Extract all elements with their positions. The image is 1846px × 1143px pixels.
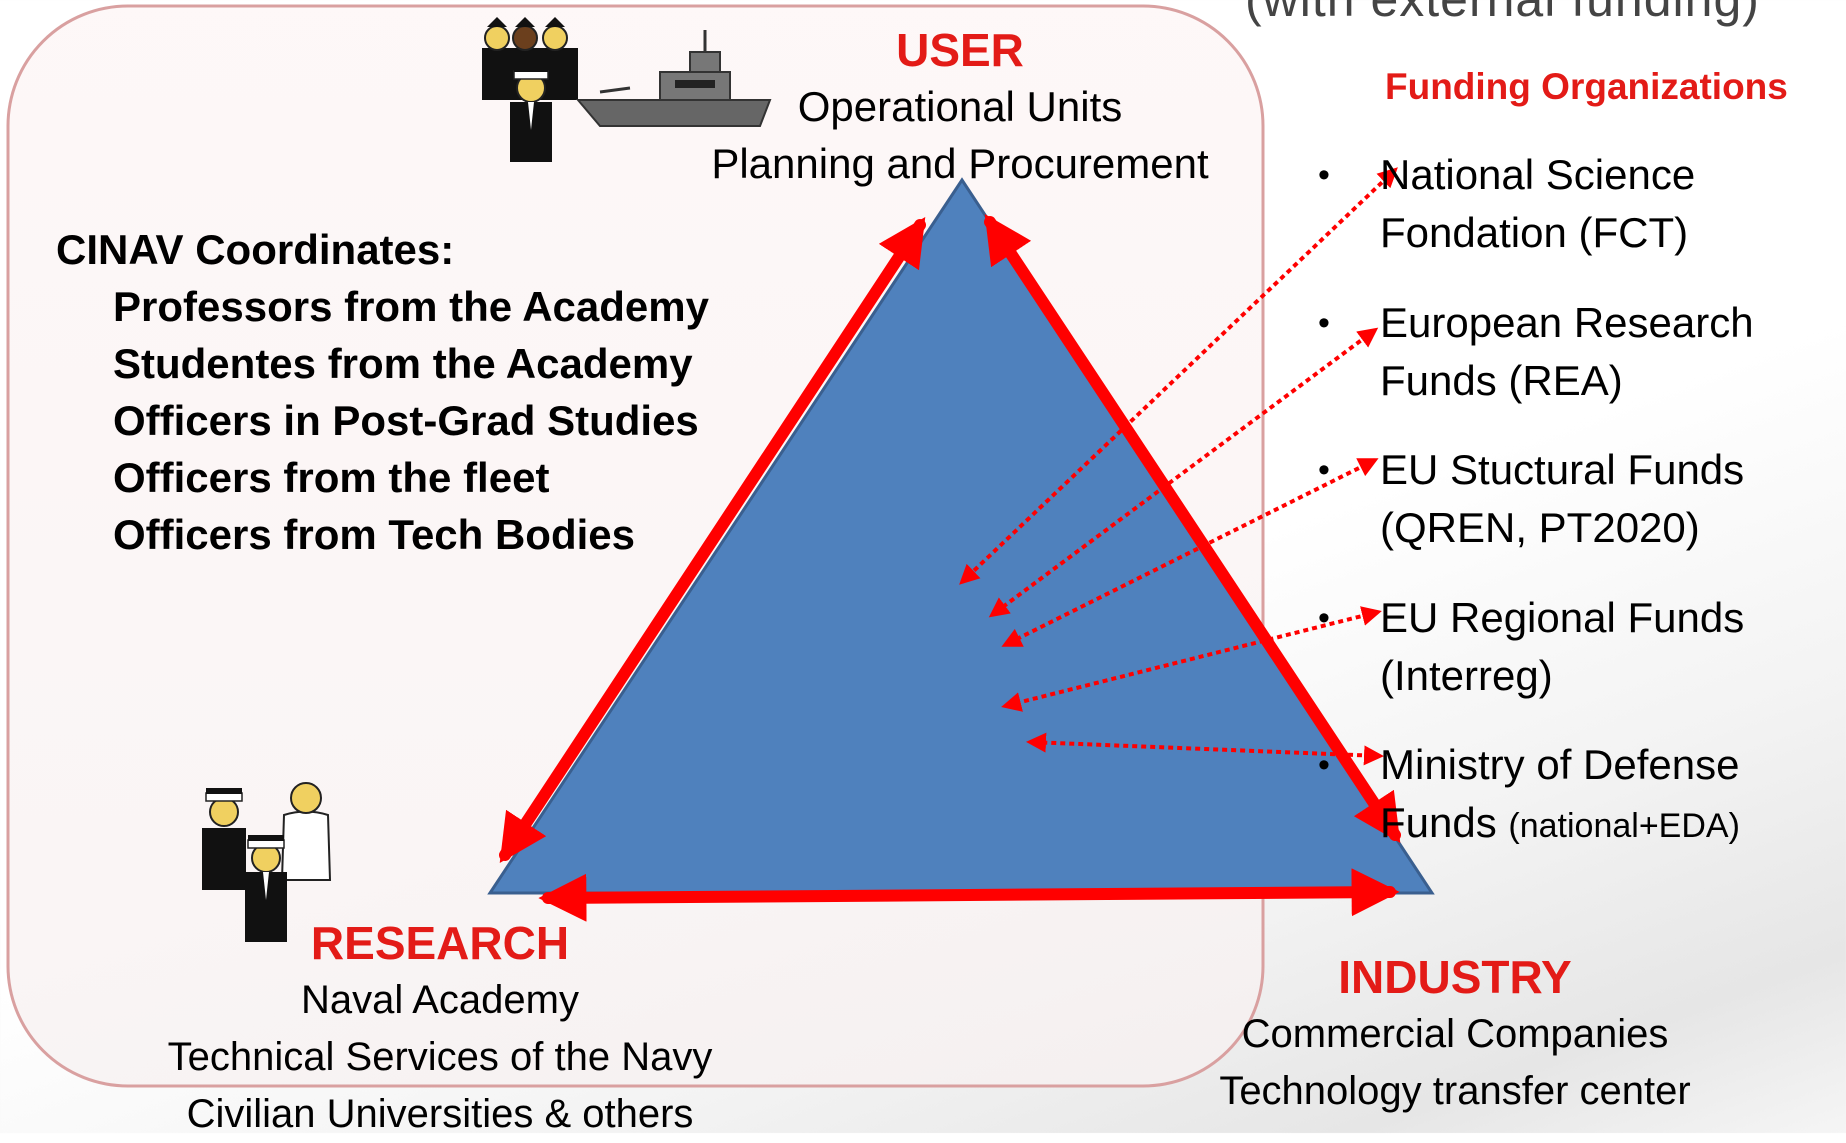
naval-ship-icon (575, 30, 772, 127)
cinav-heading: CINAV Coordinates: (56, 226, 455, 273)
cinav-list: CINAV Coordinates: Professors from the A… (56, 221, 709, 563)
funding-item-defense: • Ministry of Defense Funds (national+ED… (1318, 736, 1846, 855)
funding-item-rea: • European Research Funds (REA) (1318, 294, 1846, 410)
industry-line-2: Technology transfer center (1219, 1069, 1691, 1113)
funding-line-2-small: (national+EDA) (1508, 807, 1740, 845)
funding-line-1: EU Regional Funds (1380, 594, 1745, 641)
funding-line-2: Funds (REA) (1380, 357, 1623, 404)
industry-line-1: Commercial Companies (1241, 1012, 1669, 1056)
funding-line-2: (Interreg) (1380, 652, 1553, 699)
research-line-3: Civilian Universities & others (186, 1092, 694, 1136)
page-title-partial: (with external funding) (1245, 0, 1760, 28)
funding-line-1: National Science (1380, 151, 1696, 198)
user-title: USER (896, 24, 1024, 76)
research-title: RESEARCH (310, 917, 570, 969)
funding-item-fct: • National Science Fondation (FCT) (1318, 146, 1846, 262)
cinav-item: Officers from Tech Bodies (113, 511, 636, 558)
funding-line-1: EU Stuctural Funds (1380, 446, 1745, 493)
cinav-item: Professors from the Academy (113, 283, 709, 330)
bullet: • (1318, 599, 1330, 637)
bullet: • (1318, 746, 1330, 784)
funding-arrows (959, 167, 1398, 766)
funding-line-2-main: Funds (1380, 799, 1509, 846)
cinav-item: Officers from the fleet (113, 454, 550, 501)
officers-group-icon (482, 17, 578, 162)
researchers-group-icon (202, 782, 332, 942)
funding-line-2: (QREN, PT2020) (1380, 504, 1700, 551)
industry-block: INDUSTRY Commercial Companies Technology… (1160, 948, 1750, 1120)
bullet: • (1318, 304, 1330, 342)
funding-line-2: Fondation (FCT) (1380, 209, 1689, 256)
funding-item-regional: • EU Regional Funds (Interreg) (1318, 589, 1846, 705)
user-line-1: Operational Units (797, 83, 1123, 130)
funding-heading: Funding Organizations (1385, 66, 1788, 107)
cinav-item: Studentes from the Academy (113, 340, 693, 387)
funding-line-2: Funds (national+EDA) (1380, 794, 1846, 855)
funding-line-1: European Research (1380, 299, 1754, 346)
bullet: • (1318, 156, 1330, 194)
research-line-1: Naval Academy (301, 978, 579, 1022)
funding-line-1: Ministry of Defense (1380, 741, 1740, 788)
funding-item-structural: • EU Stuctural Funds (QREN, PT2020) (1318, 441, 1846, 557)
user-line-2: Planning and Procurement (711, 140, 1209, 187)
research-block: RESEARCH Naval Academy Technical Service… (80, 914, 800, 1143)
user-block: USER Operational Units Planning and Proc… (700, 22, 1220, 192)
bullet: • (1318, 451, 1330, 489)
research-line-2: Technical Services of the Navy (167, 1035, 713, 1079)
cinav-item: Officers in Post-Grad Studies (113, 397, 699, 444)
industry-title: INDUSTRY (1338, 951, 1572, 1003)
